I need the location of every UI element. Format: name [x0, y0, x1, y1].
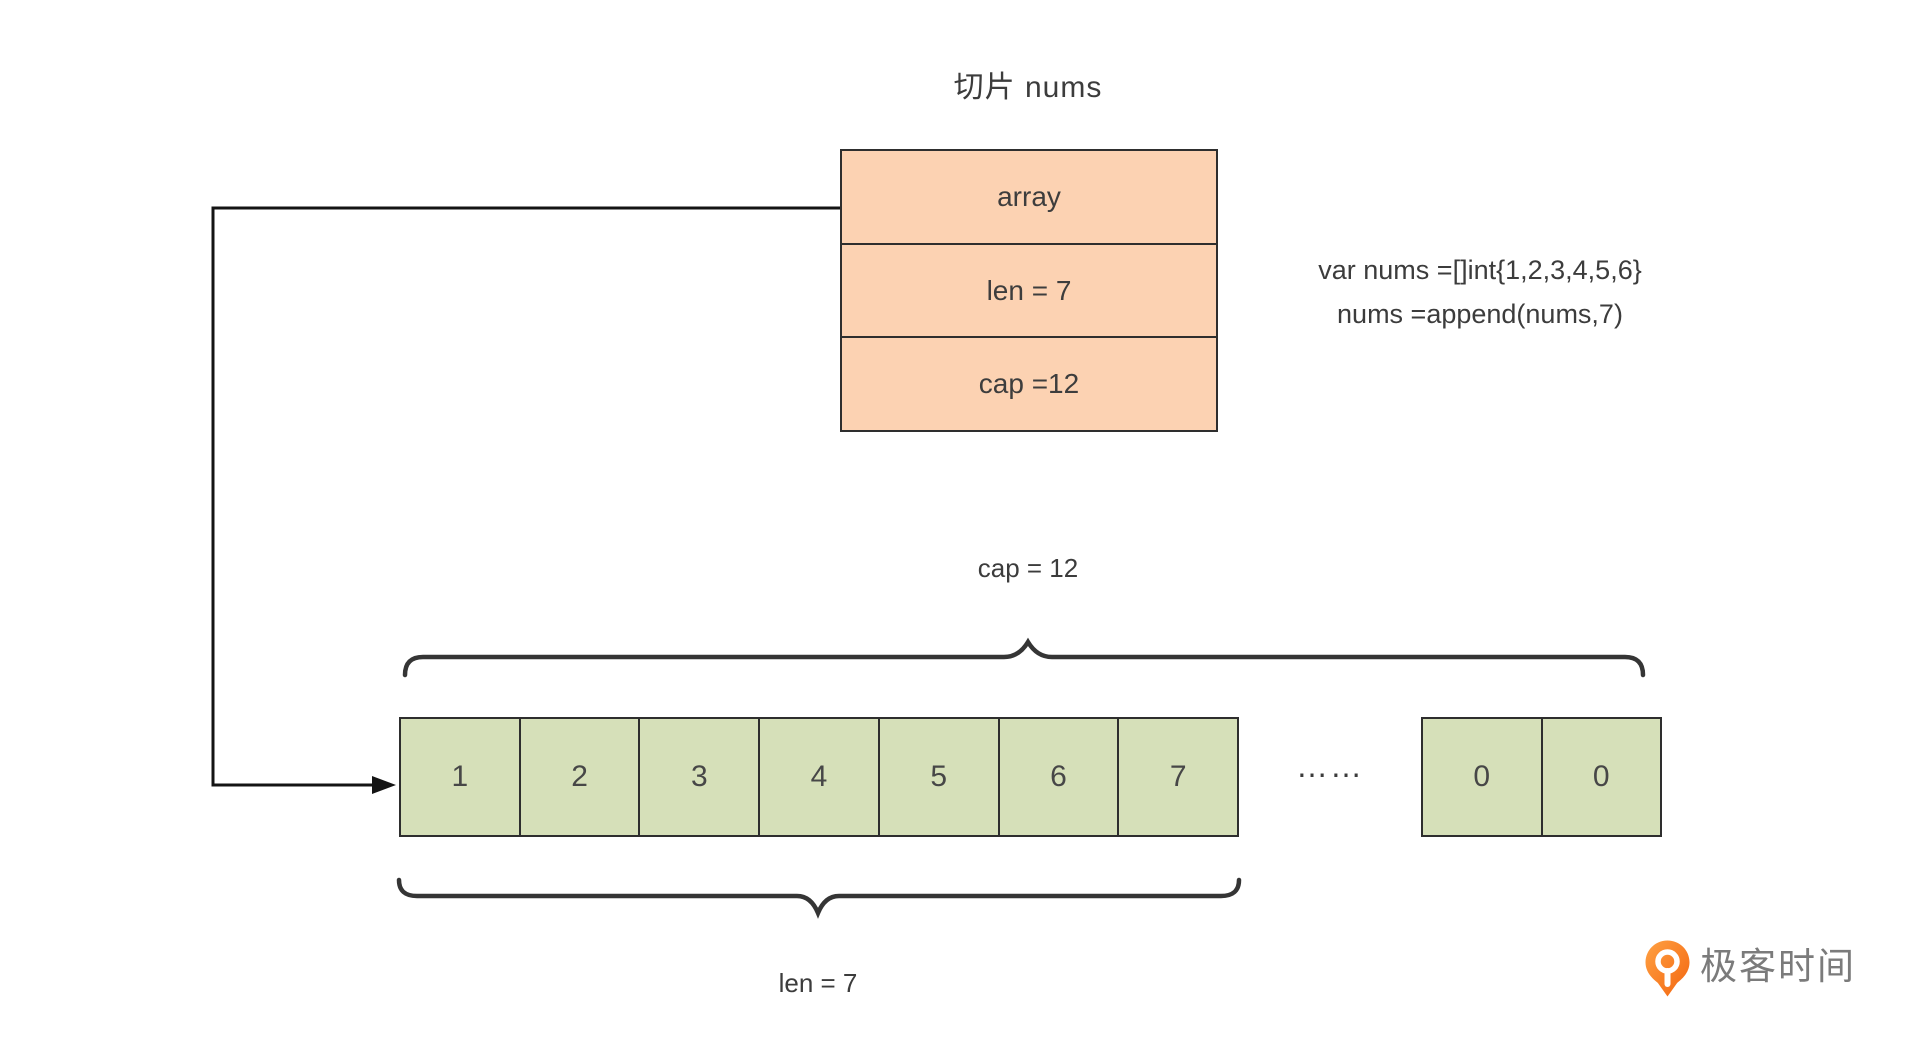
backing-array-cells: 1 2 3 4 5 6 7 [399, 717, 1239, 837]
struct-row-len: len = 7 [842, 245, 1216, 339]
geektime-logo: 极客时间 [1645, 940, 1856, 1002]
diagram-title: 切片 nums [953, 71, 1103, 104]
ellipsis-label: …… [1296, 748, 1364, 784]
cap-label: cap = 12 [977, 553, 1079, 583]
array-cell: 2 [521, 719, 641, 835]
struct-row-array: array [842, 151, 1216, 245]
struct-row-cap: cap =12 [978, 368, 1080, 400]
spare-capacity-cells: 0 0 [1421, 717, 1662, 837]
array-cell: 5 [880, 719, 1000, 835]
code-line-2: nums =append(nums,7) [1337, 299, 1623, 329]
array-cell: 1 [401, 719, 521, 835]
geektime-logo-text: 极客时间 [1700, 945, 1856, 987]
code-line-1: var nums =[]int{1,2,3,4,5,6} [1318, 255, 1642, 285]
geektime-pin-icon [1645, 940, 1690, 997]
len-label: len = 7 [778, 968, 858, 998]
array-pointer-arrow [211, 206, 840, 787]
array-cell: 0 [1423, 719, 1543, 835]
code-annotation: var nums =[]int{1,2,3,4,5,6} nums =appen… [1255, 248, 1705, 336]
array-cell: 4 [760, 719, 880, 835]
cap-brace [402, 637, 1646, 678]
array-cell: 7 [1169, 760, 1187, 793]
array-cell: 6 [1000, 719, 1120, 835]
array-cell: 0 [1592, 760, 1610, 793]
len-brace [396, 877, 1242, 919]
arrowhead-icon [372, 776, 396, 794]
slice-struct-box: array len = 7 cap =12 [840, 149, 1218, 432]
array-cell: 3 [640, 719, 761, 835]
